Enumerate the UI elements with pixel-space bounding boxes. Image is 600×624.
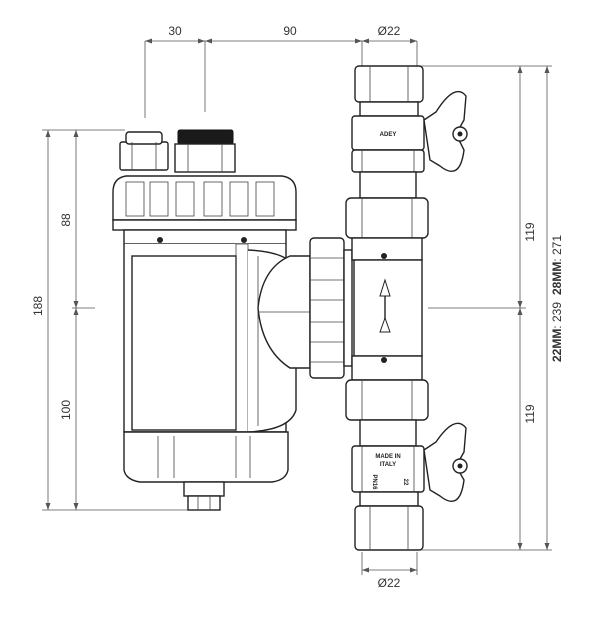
pn-marking: PN16 [371,474,377,490]
made-in-line1: MADE IN [375,454,400,460]
size-marking: 22 [402,479,408,486]
dim-188-label: 188 [31,296,45,316]
dim-bottom-diameter-label: Ø22 [378,576,401,590]
dim-119-upper-label: 119 [523,222,537,241]
dim-22mm-label: 22MM: 239 [550,302,564,362]
made-in-line2: ITALY [380,462,396,468]
dim-119-lower-label: 119 [523,404,537,423]
pipe-valve-assembly [345,65,468,551]
valve-logo-text: ADEY [380,132,397,138]
dim-90-label: 90 [283,24,297,38]
dim-88-label: 88 [59,213,73,227]
inlet-connector [257,237,353,379]
dim-100-label: 100 [59,400,73,420]
dim-30-label: 30 [168,24,182,38]
dimension-lines [42,38,552,575]
dim-28mm-label: 28MM: 271 [550,235,564,295]
filter-body [112,129,297,511]
dim-top-diameter-label: Ø22 [378,24,401,38]
